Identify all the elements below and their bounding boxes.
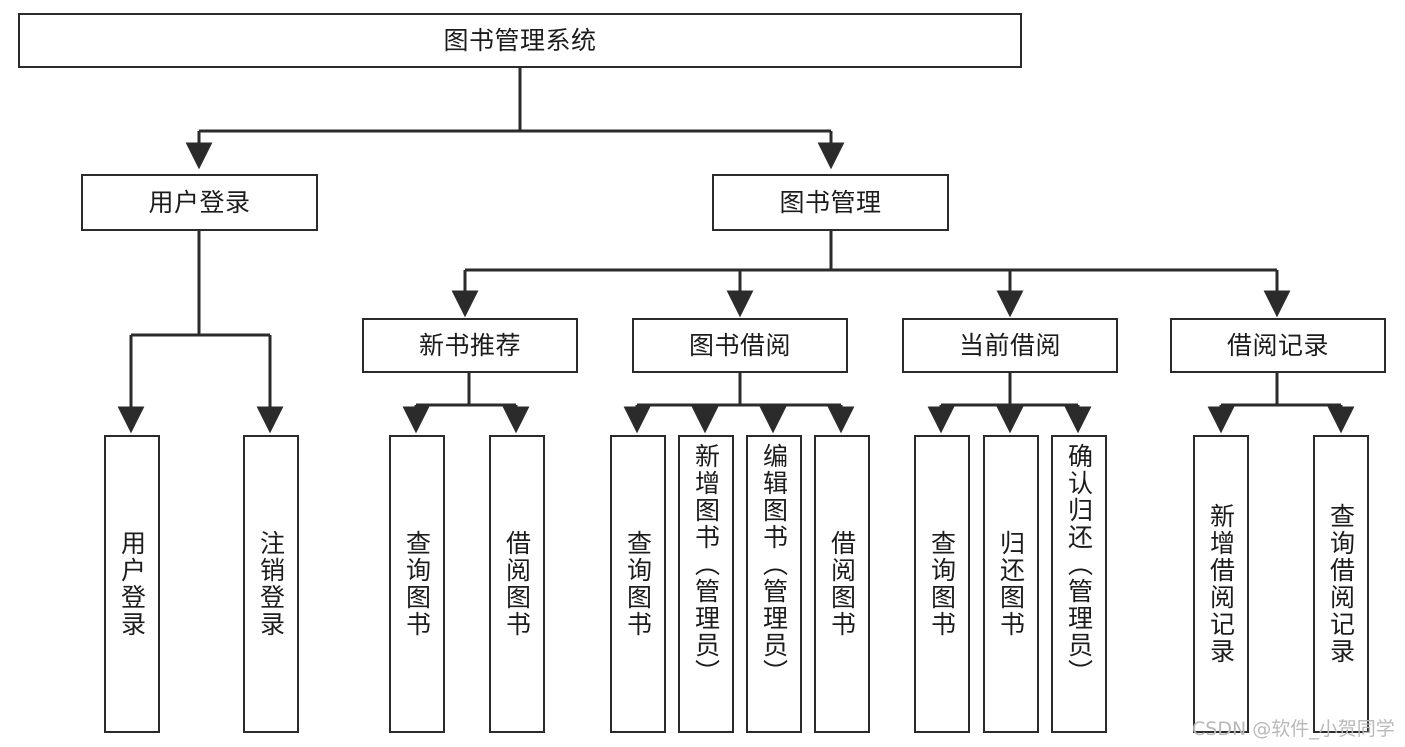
leaf-borrow-book[interactable]: 借阅图书	[814, 435, 870, 733]
node-label: 借阅图书	[827, 530, 857, 638]
node-label: 新增图书（管理员）	[691, 443, 721, 686]
leaf-confirm-return-admin[interactable]: 确认归还（管理员）	[1051, 435, 1107, 733]
node-label: 图书管理	[779, 187, 882, 217]
leaf-user-login[interactable]: 用户登录	[104, 435, 160, 733]
leaf-query-borrow-record[interactable]: 查询借阅记录	[1313, 435, 1369, 733]
node-current-borrow[interactable]: 当前借阅	[902, 318, 1118, 373]
node-label: 图书借阅	[688, 330, 791, 360]
node-label: 新书推荐	[418, 330, 521, 360]
node-book-borrow[interactable]: 图书借阅	[632, 318, 848, 373]
node-label: 借阅图书	[502, 530, 532, 638]
node-label: 新增借阅记录	[1206, 503, 1236, 665]
leaf-borrow-book-recommend[interactable]: 借阅图书	[489, 435, 545, 733]
node-label: 图书管理系统	[443, 25, 597, 55]
node-label: 注销登录	[256, 530, 286, 638]
leaf-add-book-admin[interactable]: 新增图书（管理员）	[678, 435, 734, 733]
watermark: CSDN @软件_小贺同学	[1192, 718, 1395, 740]
node-label: 查询图书	[927, 530, 957, 638]
leaf-return-book[interactable]: 归还图书	[983, 435, 1039, 733]
node-label: 借阅记录	[1226, 330, 1329, 360]
node-borrow-records[interactable]: 借阅记录	[1170, 318, 1386, 373]
leaf-query-book-current[interactable]: 查询图书	[914, 435, 970, 733]
leaf-user-logout[interactable]: 注销登录	[243, 435, 299, 733]
node-new-book-recommend[interactable]: 新书推荐	[362, 318, 578, 373]
node-label: 查询图书	[402, 530, 432, 638]
leaf-edit-book-admin[interactable]: 编辑图书（管理员）	[746, 435, 802, 733]
node-label: 编辑图书（管理员）	[759, 443, 789, 686]
node-label: 用户登录	[117, 530, 147, 638]
node-label: 查询借阅记录	[1326, 503, 1356, 665]
node-label: 当前借阅	[958, 330, 1061, 360]
node-label: 归还图书	[996, 530, 1026, 638]
node-label: 确认归还（管理员）	[1064, 443, 1094, 686]
leaf-add-borrow-record[interactable]: 新增借阅记录	[1193, 435, 1249, 733]
node-label: 用户登录	[148, 187, 251, 217]
leaf-query-book-recommend[interactable]: 查询图书	[389, 435, 445, 733]
leaf-query-book-borrow[interactable]: 查询图书	[610, 435, 666, 733]
node-label: 查询图书	[623, 530, 653, 638]
node-root-system[interactable]: 图书管理系统	[18, 13, 1022, 68]
node-book-management[interactable]: 图书管理	[712, 174, 949, 231]
node-user-login[interactable]: 用户登录	[81, 174, 318, 231]
